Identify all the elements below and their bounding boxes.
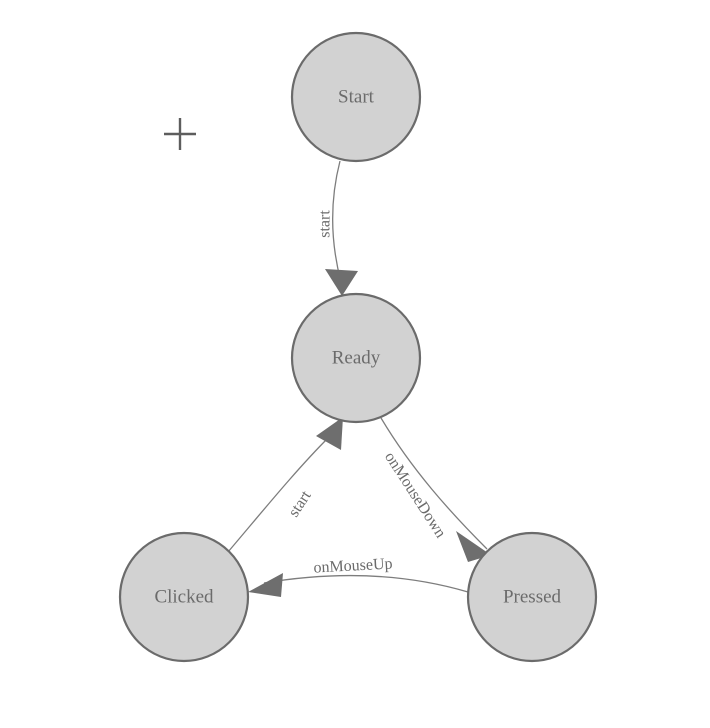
node-ready-circle [290, 292, 422, 424]
node-pressed[interactable]: Pressed [466, 531, 598, 663]
edge-start-to-ready-arrowhead [325, 269, 358, 296]
node-start-label: Start [338, 87, 375, 108]
node-start[interactable]: Start [290, 31, 422, 163]
edge-ready-to-pressed-path [380, 417, 488, 550]
node-ready[interactable]: Ready [290, 292, 422, 424]
node-clicked-label: Clicked [154, 587, 214, 608]
edge-clicked-to-ready-path [227, 436, 330, 553]
edge-ready-to-pressed[interactable]: onMouseDown [380, 417, 491, 562]
node-clicked-circle [118, 531, 250, 663]
node-pressed-circle [466, 531, 598, 663]
node-ready-label: Ready [332, 348, 381, 369]
edge-label-ready-to-pressed: onMouseDown [381, 449, 449, 541]
edge-start-to-ready-path [331, 160, 342, 283]
edge-label-start-to-ready: start [317, 210, 334, 238]
edge-clicked-to-ready-arrowhead [316, 417, 343, 450]
edge-start-to-ready[interactable]: start [317, 160, 359, 296]
edge-pressed-to-clicked-path [263, 575, 469, 593]
node-start-circle [290, 31, 422, 163]
node-clicked[interactable]: Clicked [118, 531, 250, 663]
crosshair-icon[interactable] [164, 118, 196, 150]
edge-clicked-to-ready[interactable]: start [227, 417, 343, 553]
edge-ready-to-pressed-arrowhead [456, 531, 491, 562]
node-pressed-label: Pressed [503, 587, 562, 608]
edge-label-clicked-to-ready: start [285, 487, 315, 520]
edge-pressed-to-clicked-arrowhead [248, 573, 283, 597]
edge-pressed-to-clicked[interactable]: onMouseUp [248, 555, 469, 597]
edge-label-pressed-to-clicked: onMouseUp [313, 555, 393, 576]
